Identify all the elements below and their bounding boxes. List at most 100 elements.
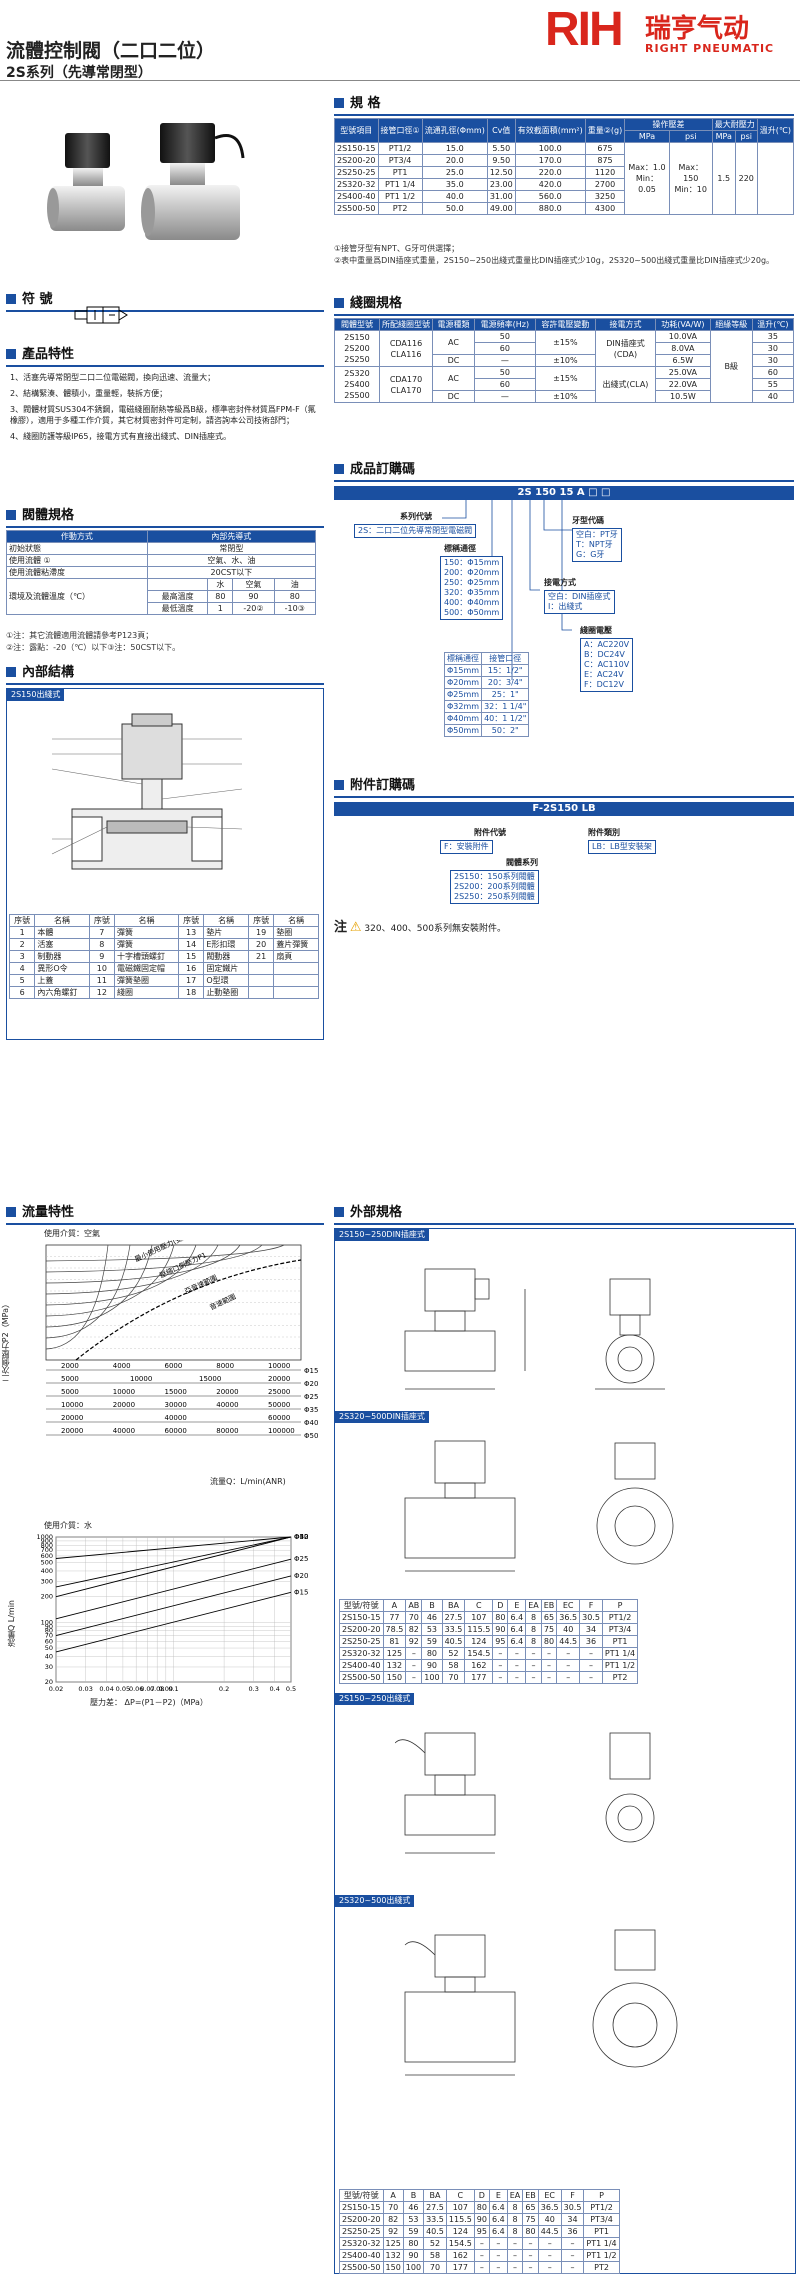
cell: 92 [382, 2225, 404, 2238]
cell: – [556, 1671, 581, 1684]
cell: B [421, 1599, 443, 1612]
cell: 70 [405, 1611, 423, 1624]
scale-tick: 10000 [268, 1362, 290, 1370]
drawing-din-small [404, 1268, 665, 1390]
cell: 絕緣等級 [709, 318, 753, 331]
cell: AC [431, 366, 476, 391]
cell: 名稱 [203, 914, 249, 927]
cell: 名稱 [273, 914, 319, 927]
dims-tag: 2S320~500出綫式 [335, 1895, 415, 1907]
cell: 33.5 [441, 1623, 466, 1636]
page-subtitle: 2S系列（先導常閉型） [6, 65, 152, 81]
cell: 墊片 [203, 926, 249, 939]
cell: CDA116 CLA116 [379, 330, 433, 367]
cell: 閥動器 [203, 950, 249, 963]
cell: 2S400-40 [339, 1659, 384, 1672]
air-ylabel: 二次側壓力P2（MPa） [1, 1300, 10, 1383]
cell: 52 [423, 2237, 447, 2250]
scale-tick: 20000 [216, 1388, 238, 1396]
cell: 34 [560, 2213, 585, 2226]
rule [334, 796, 794, 798]
series-label: Φ32 [294, 1533, 308, 1541]
cell: 8 [525, 1623, 542, 1636]
cell: 8 [506, 2225, 524, 2238]
scale-tick: 5000 [61, 1375, 79, 1383]
cell: 有效截面積(mm²) [514, 118, 586, 143]
port-item: 200：Φ20mm [444, 568, 500, 577]
cell: 27.5 [423, 2201, 447, 2214]
cell: 活塞 [34, 938, 90, 951]
cell: F [560, 2189, 585, 2202]
cell: 閥體型號 [334, 318, 380, 331]
cell: 90 [473, 2213, 490, 2226]
cell: EB [522, 2189, 539, 2202]
scale-port: Φ50 [304, 1432, 318, 1440]
dims-tag: 2S150~250DIN插座式 [335, 1229, 429, 1241]
cell: 560.0 [514, 190, 586, 203]
cell: – [556, 1647, 581, 1660]
volt-item: E：AC24V [584, 670, 624, 679]
section-flow: 流量特性 [6, 1205, 74, 1221]
cell: 2S250-25 [339, 1635, 384, 1648]
cell: 6.4 [488, 2201, 508, 2214]
cell: 2S500-50 [339, 2261, 384, 2274]
water-flow-chart: 1000900800700600500400300200100908070605… [36, 1533, 308, 1693]
cell: 46 [402, 2201, 425, 2214]
cell: 50 [474, 366, 536, 379]
cell: 125 [382, 1647, 407, 1660]
scale-tick: 20000 [113, 1401, 135, 1409]
cell: 2700 [584, 178, 626, 191]
cell: 型號項目 [334, 118, 379, 143]
cell: 132 [382, 2249, 404, 2262]
cell: 2S400-40 [339, 2249, 384, 2262]
cell: PT3/4 [377, 154, 423, 167]
volt-item: A：AC220V [584, 640, 630, 649]
y-tick: 600 [41, 1552, 53, 1560]
section-dims-label: 外部規格 [350, 1205, 403, 1220]
accessory-code: F-2S150 LB [334, 802, 794, 816]
cell: 60 [474, 342, 536, 355]
y-tick: 300 [41, 1578, 53, 1586]
cell: ±15% [534, 330, 596, 355]
cell: 150 [382, 2261, 404, 2274]
cell: 36.5 [556, 1611, 581, 1624]
cell: 65 [540, 1611, 558, 1624]
brand-mark: RIH [545, 3, 624, 56]
cell: 90 [492, 1623, 509, 1636]
series-line [55, 1536, 292, 1559]
cell: 序號 [8, 914, 36, 927]
cell: C [445, 2189, 475, 2202]
cell: – [560, 2249, 585, 2262]
cell: 162 [464, 1659, 494, 1672]
x-tick: 0.2 [219, 1685, 229, 1693]
cell: 內六角螺釘 [34, 986, 90, 999]
rule [6, 683, 324, 685]
cat-label: 附件類別 [588, 828, 620, 837]
cell: – [537, 2237, 562, 2250]
scale-tick: 10000 [61, 1401, 83, 1409]
cell: 125 [382, 2237, 404, 2250]
cell: 35.0 [421, 178, 488, 191]
section-order: 成品訂購碼 [334, 462, 415, 478]
y-tick: 60 [45, 1637, 53, 1645]
brand-en: RIGHT PNEUMATIC [645, 42, 775, 55]
cell: – [506, 2261, 524, 2274]
cell: 92 [405, 1635, 423, 1648]
cell: 8.0VA [654, 342, 711, 355]
cell: Φ15mm [443, 664, 483, 677]
cell: – [507, 1659, 527, 1672]
cell: – [506, 2249, 524, 2262]
cell: PT1 1/4 [377, 178, 423, 191]
cell: 9.50 [486, 154, 516, 167]
cell: 內部先導式 [146, 530, 317, 543]
conn-item: I：出綫式 [548, 602, 583, 611]
cell: PT1 1/2 [583, 2249, 620, 2262]
